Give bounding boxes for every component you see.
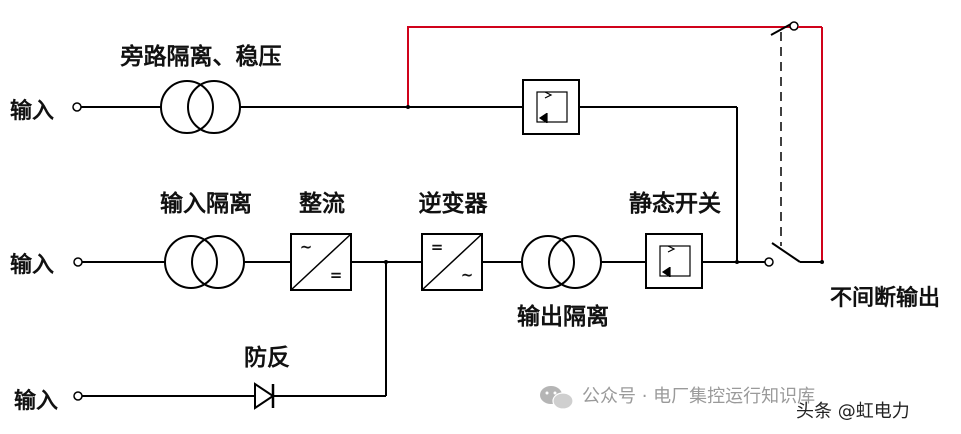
junction-dot bbox=[820, 260, 824, 264]
junction-dot bbox=[735, 260, 739, 264]
output-transformer-coil-a bbox=[521, 235, 575, 289]
inverter-ac-symbol: ~ bbox=[461, 266, 474, 284]
maintenance-switch-contact bbox=[789, 21, 799, 31]
input-label-mid: 输入 bbox=[10, 252, 54, 278]
input-terminal-mid bbox=[73, 257, 83, 267]
input-terminal-top bbox=[72, 102, 82, 112]
rectifier-dc-symbol: = bbox=[330, 266, 343, 284]
junction-dot bbox=[406, 105, 410, 109]
output-switch-blade bbox=[771, 242, 801, 263]
anti-reverse-diode bbox=[254, 382, 275, 410]
static-switch-symbol bbox=[659, 245, 691, 278]
middle-row: ~ = = ~ bbox=[73, 233, 824, 291]
input-terminal-bottom bbox=[73, 391, 83, 401]
output-transformer-label: 输出隔离 bbox=[517, 303, 609, 330]
watermark-badge: 头条 @虹电力 bbox=[796, 401, 910, 422]
inverter-dc-symbol: = bbox=[431, 238, 444, 256]
maintenance-switch-blade bbox=[770, 23, 792, 36]
bottom-row bbox=[73, 262, 387, 410]
rectifier-label: 整流 bbox=[299, 190, 345, 217]
rectifier-block: ~ = bbox=[290, 233, 352, 291]
watermark-text: 公众号 · 电厂集控运行知识库 bbox=[582, 386, 815, 407]
inverter-label: 逆变器 bbox=[419, 190, 489, 217]
static-switch-box bbox=[645, 233, 703, 289]
input-transformer-label: 输入隔离 bbox=[160, 190, 252, 217]
bypass-static-switch-symbol bbox=[536, 91, 568, 124]
bypass-transformer-label: 旁路隔离、稳压 bbox=[120, 43, 282, 70]
top-row bbox=[72, 79, 738, 262]
inverter-block: = ~ bbox=[421, 233, 483, 291]
anti-reverse-label: 防反 bbox=[244, 344, 290, 371]
output-switch-contact bbox=[764, 257, 774, 267]
bypass-transformer-coil-a bbox=[160, 80, 214, 134]
input-label-bottom: 输入 bbox=[14, 388, 58, 414]
maintenance-bypass-wire bbox=[407, 26, 790, 107]
input-label-top: 输入 bbox=[10, 98, 54, 124]
watermark: 公众号 · 电厂集控运行知识库 头条 @虹电力 bbox=[540, 386, 910, 422]
bypass-static-switch-box bbox=[522, 79, 580, 135]
rectifier-ac-symbol: ~ bbox=[300, 238, 313, 256]
output-label: 不间断输出 bbox=[830, 285, 940, 311]
input-transformer-coil-a bbox=[164, 235, 218, 289]
static-switch-label: 静态开关 bbox=[629, 190, 721, 217]
wechat-icon bbox=[540, 386, 574, 410]
